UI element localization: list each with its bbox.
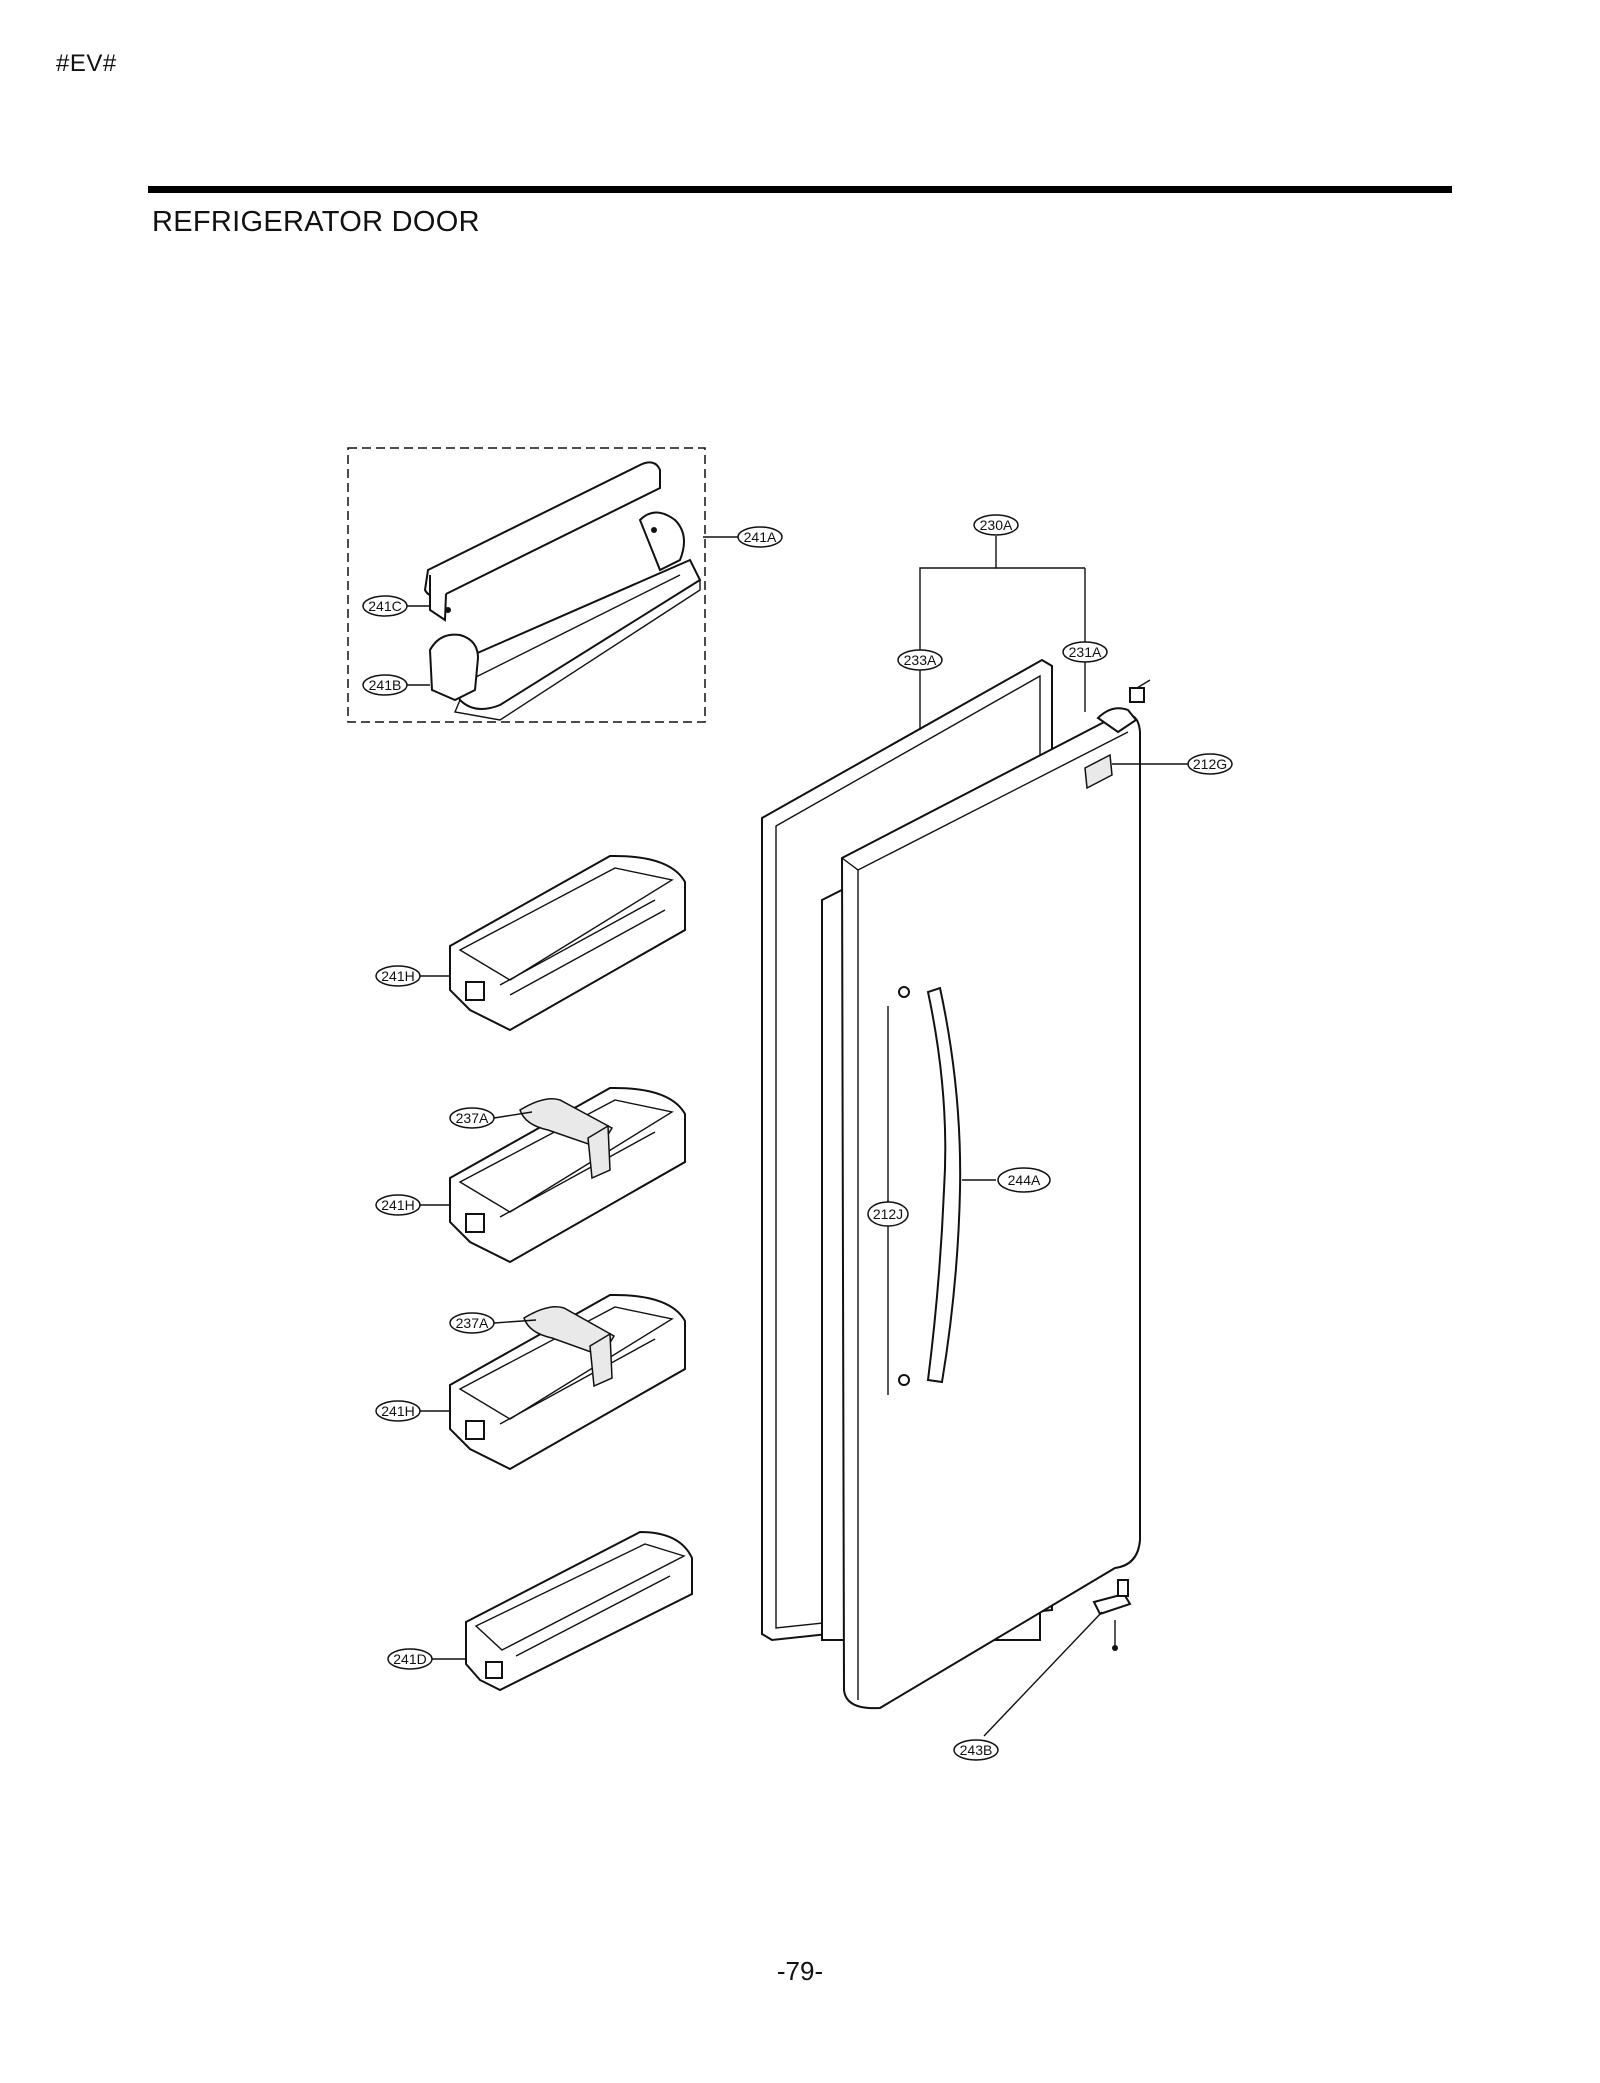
callout-241H-2: 241H [375, 1194, 421, 1216]
svg-text:230A: 230A [980, 517, 1013, 533]
callout-243B: 243B [953, 1739, 999, 1761]
section-title: REFRIGERATOR DOOR [152, 206, 480, 238]
svg-text:241H: 241H [381, 1403, 414, 1419]
callout-241B: 241B [362, 674, 408, 696]
svg-text:231A: 231A [1069, 644, 1102, 660]
door-bin-2 [449, 1086, 686, 1264]
svg-text:241H: 241H [381, 1197, 414, 1213]
svg-text:241B: 241B [369, 677, 402, 693]
callout-212J: 212J [867, 1201, 909, 1227]
svg-text:241C: 241C [368, 598, 401, 614]
svg-text:244A: 244A [1008, 1172, 1041, 1188]
callout-241C: 241C [362, 595, 408, 617]
document-tag: #EV# [56, 50, 117, 77]
callout-231A: 231A [1062, 641, 1108, 663]
dairy-bin-assembly [423, 461, 702, 721]
svg-text:241H: 241H [381, 968, 414, 984]
svg-text:237A: 237A [456, 1315, 489, 1331]
door-outer-panel [840, 679, 1151, 1710]
door-bin-3 [449, 1293, 686, 1471]
callout-241A: 241A [737, 526, 783, 548]
svg-text:237A: 237A [456, 1110, 489, 1126]
callout-237A-1: 237A [449, 1107, 495, 1129]
door-bin-1 [449, 854, 686, 1032]
callout-241H-3: 241H [375, 1400, 421, 1422]
callout-230A: 230A [973, 514, 1019, 536]
callout-237A-2: 237A [449, 1312, 495, 1334]
callout-241D: 241D [387, 1648, 433, 1670]
svg-text:241A: 241A [744, 529, 777, 545]
title-rule [148, 186, 1452, 193]
lower-hinge [1092, 1579, 1132, 1651]
svg-text:233A: 233A [904, 652, 937, 668]
svg-text:212G: 212G [1193, 756, 1227, 772]
leader-lines [407, 536, 1188, 1737]
label-plate [1084, 753, 1113, 790]
page-number: -79- [776, 1956, 824, 1986]
callout-244A: 244A [997, 1167, 1051, 1193]
svg-text:212J: 212J [873, 1206, 903, 1222]
door-bin-4 [465, 1530, 693, 1692]
svg-text:241D: 241D [393, 1651, 426, 1667]
callout-212G: 212G [1187, 753, 1233, 775]
dairy-bin-group-box [347, 447, 706, 723]
callout-233A: 233A [897, 649, 943, 671]
svg-text:243B: 243B [960, 1742, 993, 1758]
callout-241H-1: 241H [375, 965, 421, 987]
